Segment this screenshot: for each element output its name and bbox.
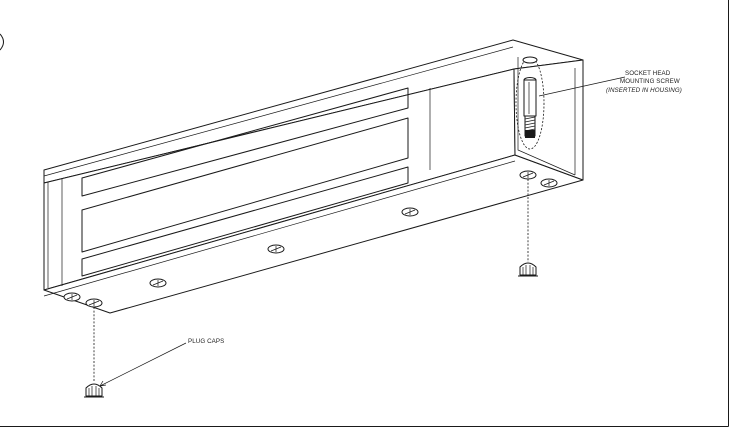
screw-hole-icon — [85, 298, 103, 308]
plug-caps-label: PLUG CAPS — [188, 338, 224, 345]
screw-hole-icon — [540, 178, 558, 188]
end-cap-inner-edge — [517, 57, 576, 176]
screw-hole-icon — [401, 207, 419, 217]
plug-caps-leader-line — [99, 342, 187, 387]
bottom-inner-edge — [43, 160, 516, 297]
screw-hole-icon — [267, 244, 285, 254]
plug-cap-assembly — [84, 179, 538, 398]
mounting-holes — [63, 170, 558, 308]
screw-label-line-1: SOCKET HEAD — [625, 70, 671, 77]
plug-cap-icon — [518, 262, 538, 277]
page-frame — [0, 0, 729, 427]
armature-slot-3 — [81, 166, 409, 277]
socket-head-screw-icon — [515, 56, 545, 150]
page-edge-arc — [0, 33, 4, 51]
plug-cap-icon — [84, 383, 104, 398]
screw-hole-icon — [519, 170, 537, 180]
screw-label-line-3: (INSERTED IN HOUSING) — [606, 87, 682, 94]
screw-hole-icon — [149, 278, 167, 288]
armature-slot-1 — [81, 87, 409, 197]
screw-tip — [525, 130, 535, 138]
armature-slot-2 — [81, 117, 409, 253]
magnetic-lock-housing — [43, 39, 584, 314]
screw-hole-icon — [63, 292, 81, 302]
screw-leader-line — [538, 76, 626, 97]
housing-top-edge-line — [43, 46, 514, 177]
screw-shank — [523, 79, 537, 117]
screw-label-line-2: MOUNTING SCREW — [620, 78, 680, 85]
screw-top-hole — [522, 56, 538, 64]
